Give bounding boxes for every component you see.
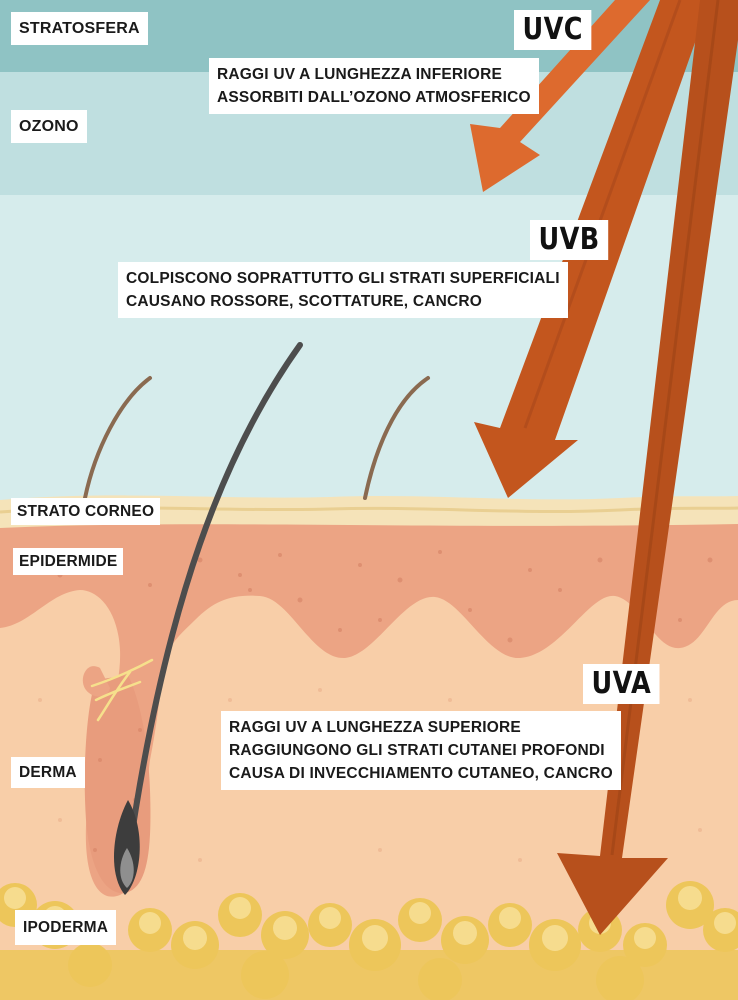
strato-corneo-label: STRATO CORNEO <box>11 498 161 525</box>
sebaceous-gland <box>82 666 110 697</box>
hair-strand-main <box>125 342 303 863</box>
dermis-dots <box>38 688 702 862</box>
uvc-description-line: RAGGI UV A LUNGHEZZA INFERIORE <box>217 66 502 83</box>
epidermide-label: EPIDERMIDE <box>13 548 124 575</box>
uva-description: RAGGI UV A LUNGHEZZA SUPERIORE RAGGIUNGO… <box>221 711 621 790</box>
ozono-label: OZONO <box>11 110 87 143</box>
stratosfera-label: STRATOSFERA <box>11 12 148 45</box>
derma-label: DERMA <box>11 757 85 788</box>
uva-label: UVA <box>583 664 660 704</box>
uvc-arrow <box>470 0 650 192</box>
hair-strand-small-left <box>83 376 152 500</box>
uvb-label: UVB <box>530 220 609 260</box>
hair-papilla <box>120 848 134 888</box>
epidermis-layer <box>0 524 738 897</box>
ipoderma-label: IPODERMA <box>15 910 117 945</box>
uvc-description: RAGGI UV A LUNGHEZZA INFERIORE ASSORBITI… <box>209 58 539 114</box>
uvc-label: UVC <box>514 10 592 50</box>
uvb-description-line: CAUSANO ROSSORE, SCOTTATURE, CANCRO <box>126 293 483 310</box>
uva-description-line: RAGGIUNGONO GLI STRATI CUTANEI PROFONDI <box>229 742 605 759</box>
nerve-fibers <box>90 658 154 722</box>
uvc-description-line: ASSORBITI DALL’OZONO ATMOSFERICO <box>217 89 531 106</box>
uva-description-line: CAUSA DI INVECCHIAMENTO CUTANEO, CANCRO <box>229 765 613 782</box>
uvb-description-line: COLPISCONO SOPRATTUTTO GLI STRATI SUPERF… <box>126 270 560 287</box>
hair-strand-small-right <box>363 376 430 500</box>
sky-band <box>0 195 738 515</box>
uva-arrow <box>557 0 738 935</box>
uva-description-line: RAGGI UV A LUNGHEZZA SUPERIORE <box>229 719 521 736</box>
uvb-description: COLPISCONO SOPRATTUTTO GLI STRATI SUPERF… <box>118 262 568 318</box>
